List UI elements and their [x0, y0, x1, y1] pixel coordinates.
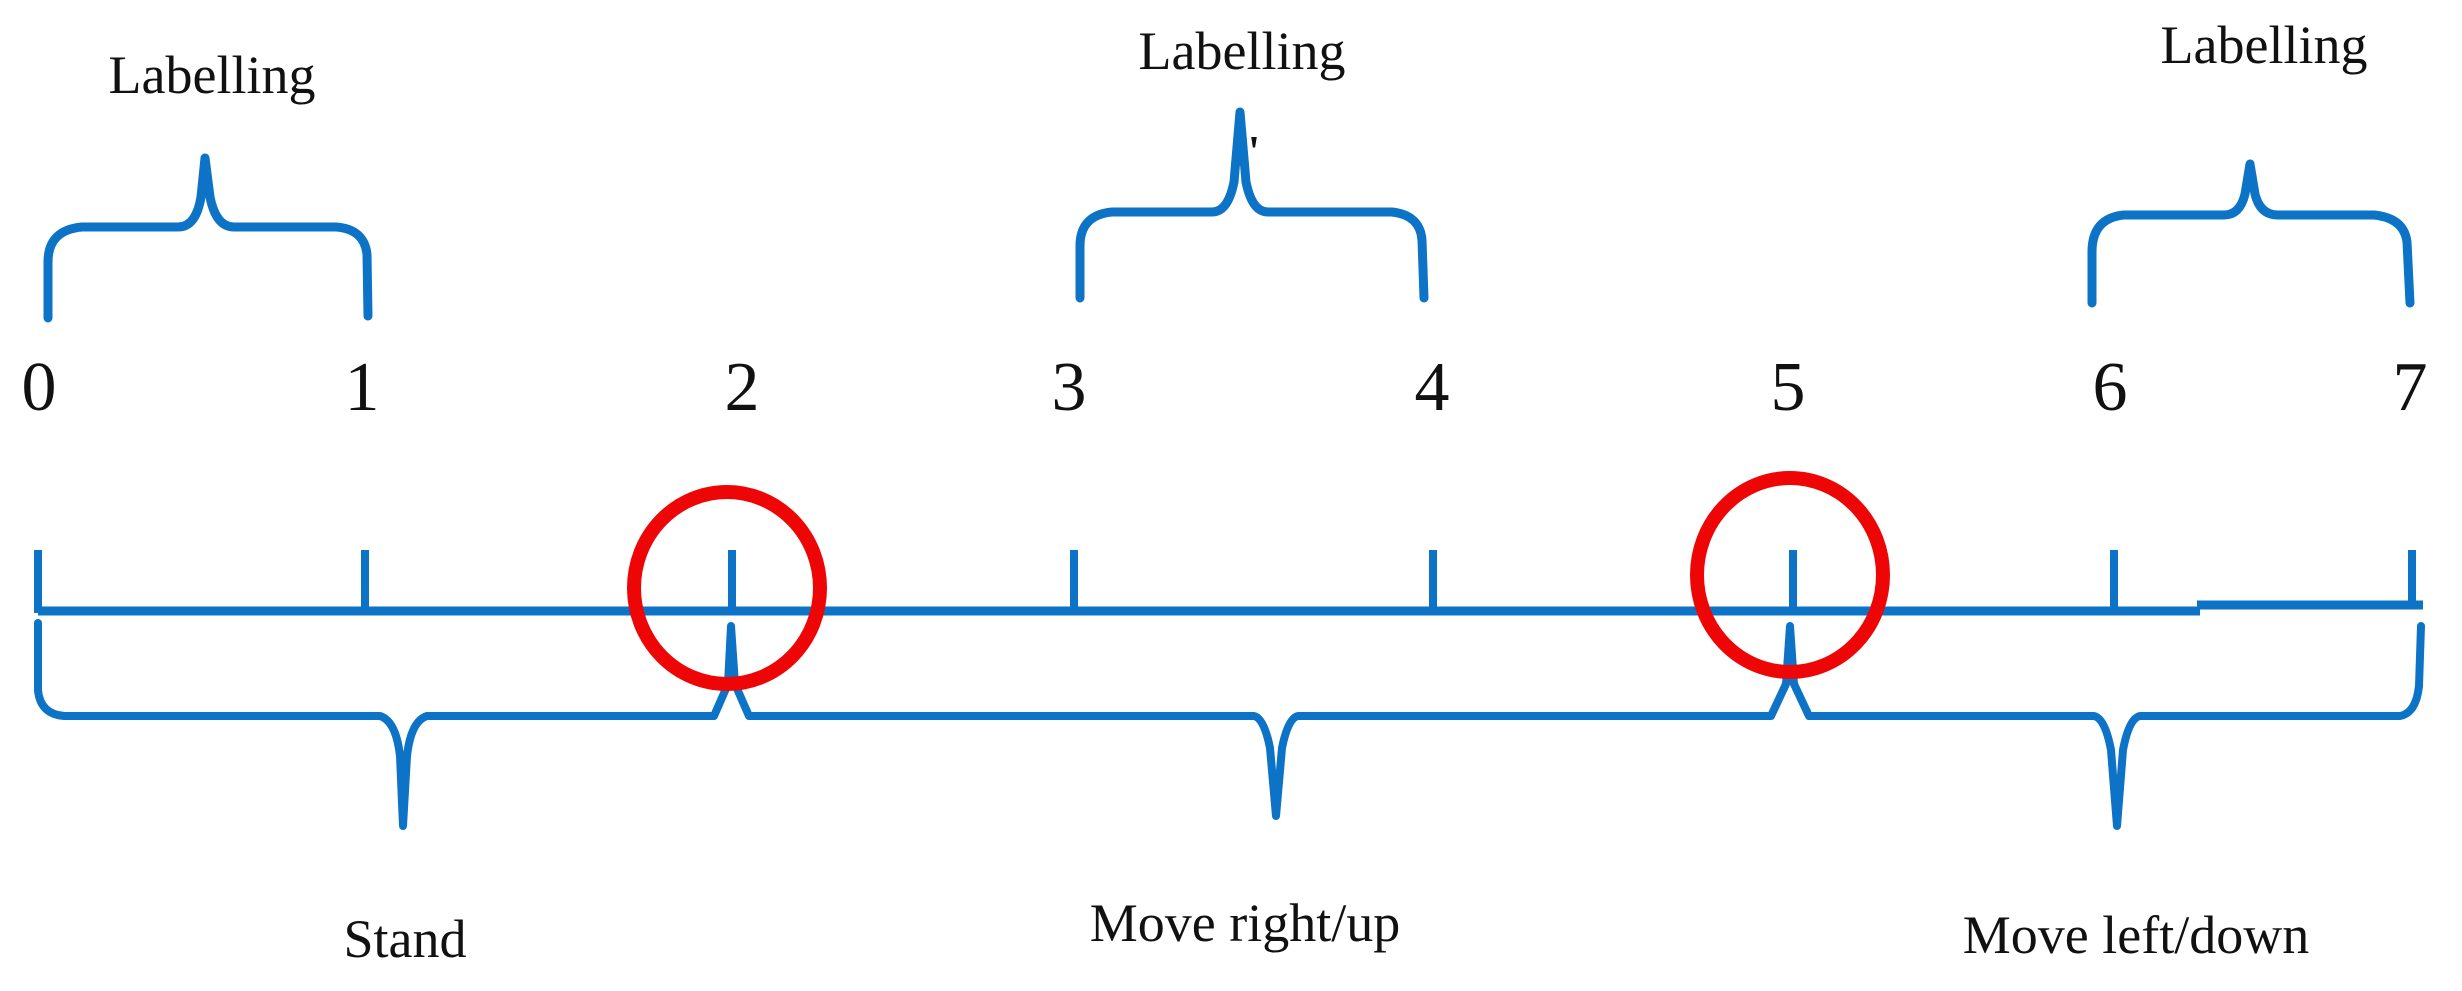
top-brace-3-4 — [1075, 107, 1429, 303]
number-label-2: 2 — [724, 349, 760, 426]
number-label-6: 6 — [2092, 349, 2128, 426]
number-label-4: 4 — [1414, 349, 1450, 426]
top-brace-6-7 — [2087, 159, 2415, 308]
highlight-circle-position-5 — [1690, 471, 1890, 679]
labelling-label-middle: Labelling — [1138, 21, 1346, 81]
number-label-3: 3 — [1051, 349, 1087, 426]
action-label-move-right-up: Move right/up — [1089, 893, 1401, 953]
number-label-7: 7 — [2392, 349, 2428, 426]
action-label-stand: Stand — [343, 909, 467, 969]
stray-apostrophe-mark: ' — [1247, 127, 1261, 176]
number-label-1: 1 — [344, 349, 380, 426]
action-label-move-left-down: Move left/down — [1962, 905, 2310, 965]
number-label-0: 0 — [21, 349, 57, 426]
bottom-brace-line — [34, 619, 2425, 830]
highlight-circle-position-2 — [627, 485, 827, 691]
number-label-5: 5 — [1770, 349, 1806, 426]
labelling-label-right: Labelling — [2160, 15, 2368, 75]
top-brace-0-1 — [43, 153, 373, 323]
labelling-label-left: Labelling — [108, 45, 316, 105]
